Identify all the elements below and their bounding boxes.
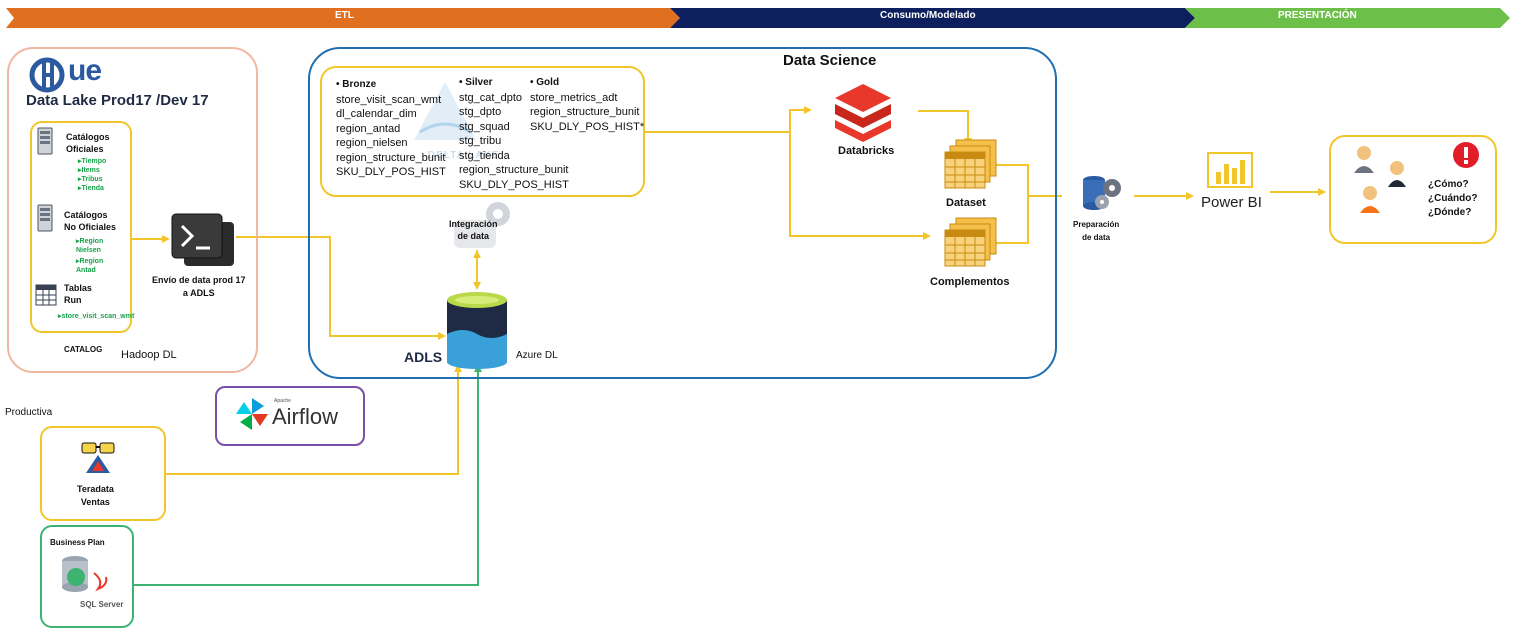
alert-icon: [1453, 142, 1479, 168]
dataset-icon: [944, 139, 997, 189]
catalogos-oficiales-title: Catálogos Oficiales: [66, 132, 110, 154]
questions-list: ¿Cómo? ¿Cuándo? ¿Dónde?: [1428, 178, 1477, 220]
power-bi-label: Power BI: [1201, 194, 1262, 211]
delta-lake-watermark: DELTA LAKE: [428, 150, 500, 161]
list-item: region_structure_bunit: [336, 151, 446, 164]
hue-logo-icon: [29, 57, 65, 93]
stage-etl-label: ETL: [335, 10, 354, 21]
list-item: SKU_DLY_POS_HIST*: [530, 120, 645, 133]
tablas-run-title: Tablas Run: [64, 283, 92, 305]
catalog-group: [30, 121, 132, 333]
list-item: dl_calendar_dim: [336, 108, 417, 120]
teradata-label: Teradata Ventas: [77, 484, 114, 507]
list-item: region_structure_bunit: [530, 106, 640, 118]
list-item: stg_tienda: [459, 149, 510, 162]
terminal-icon: [171, 213, 234, 266]
list-item: stg_dpto: [459, 106, 502, 118]
list-item: store_metrics_adt: [530, 91, 618, 104]
list-item: ▸Items: [78, 167, 100, 174]
data-science-panel: [308, 47, 1057, 379]
people-icon: [1354, 146, 1406, 213]
pipeline-stage-header: [6, 8, 1510, 28]
delta-lake-layers: [320, 66, 645, 197]
databricks-label: Databricks: [838, 145, 895, 157]
airflow-pinwheel-icon: [236, 398, 268, 430]
data-science-title: Data Science: [783, 52, 877, 69]
tablas-run-item: ▸store_visit_scan_wmt: [58, 313, 135, 320]
list-item: SKU_DLY_POS_HIST: [336, 166, 446, 178]
list-item: ▸Region Antad: [76, 258, 104, 274]
integracion-label: Integración de data: [449, 219, 498, 241]
teradata-icon: [81, 442, 115, 473]
list-item: ▸Tiempo: [78, 158, 107, 165]
data-lake-panel: [7, 47, 258, 373]
hadoop-label: Hadoop DL: [121, 349, 177, 361]
catalogos-no-oficiales-list: ▸Region Nielsen ▸Region Antad: [76, 237, 103, 275]
business-plan-title: Business Plan: [50, 538, 105, 547]
list-item: SKU_DLY_POS_HIST: [459, 178, 569, 191]
list-item: ▸Tienda: [78, 185, 104, 192]
airflow-apache-label: Apache: [274, 398, 291, 404]
questions-box: [1329, 135, 1497, 244]
silver-layer: • Silver stg_cat_dpto stg_dpto stg_squad…: [459, 76, 569, 192]
airflow-label: Airflow: [272, 404, 339, 429]
delta-lake-watermark-icon: [414, 82, 476, 140]
list-item: stg_squad: [459, 120, 510, 133]
power-bi-icon: [1207, 152, 1253, 188]
list-item: store_visit_scan_wmt: [336, 93, 442, 106]
bronze-layer: • Bronze store_visit_scan_wmt dl_calenda…: [336, 78, 446, 180]
azure-dl-label: Azure DL: [516, 350, 558, 361]
server-icon: [37, 127, 53, 155]
list-item: region_nielsen: [336, 137, 408, 149]
list-item: ▸Region Nielsen: [76, 238, 104, 254]
list-item: region_structure_bunit: [459, 164, 569, 176]
catalog-label: CATALOG: [64, 345, 103, 354]
terminal-label: Envío de data prod 17 a ADLS: [152, 275, 246, 298]
data-lake-title: Data Lake Prod17 /Dev 17: [26, 92, 209, 109]
business-plan-box: [40, 525, 134, 628]
data-lake-storage-icon: [447, 292, 507, 369]
complementos-icon: [944, 217, 997, 267]
data-prep-gears-icon: [1083, 176, 1121, 210]
table-icon: [35, 284, 57, 306]
stage-presentacion-label: PRESENTACIÓN: [1278, 10, 1357, 21]
list-item: stg_tribu: [459, 135, 502, 147]
hue-logo-text: ue: [68, 54, 102, 87]
catalogos-oficiales-list: ▸Tiempo ▸Items ▸Tribus ▸Tienda: [78, 157, 106, 193]
teradata-box: [40, 426, 166, 521]
list-item: ▸Tribus: [78, 176, 103, 183]
list-item: stg_cat_dpto: [459, 91, 522, 104]
adls-label: ADLS: [404, 349, 443, 365]
gold-title: • Gold: [530, 77, 560, 88]
dataset-label: Dataset: [946, 197, 986, 209]
sql-server-label: SQL Server: [80, 600, 124, 609]
airflow-box: [215, 386, 365, 446]
question-donde: ¿Dónde?: [1428, 207, 1472, 218]
stage-consumo-label: Consumo/Modelado: [880, 10, 976, 21]
catalogos-no-oficiales-title: Catálogos No Oficiales: [64, 210, 117, 232]
gold-layer: • Gold store_metrics_adt region_structur…: [530, 76, 644, 134]
silver-title: • Silver: [459, 77, 493, 88]
list-item: region_antad: [336, 122, 401, 135]
productiva-label: Productiva: [5, 407, 53, 418]
server-icon: [37, 204, 53, 232]
databricks-icon: [835, 84, 891, 142]
complementos-label: Complementos: [930, 276, 1010, 288]
bronze-title: • Bronze: [336, 79, 377, 90]
gears-icon: [454, 202, 510, 248]
question-como: ¿Cómo?: [1428, 179, 1469, 190]
question-cuando: ¿Cuándo?: [1428, 193, 1478, 204]
preparacion-label: Preparación de data: [1073, 220, 1120, 242]
sql-server-icon: [62, 556, 108, 592]
